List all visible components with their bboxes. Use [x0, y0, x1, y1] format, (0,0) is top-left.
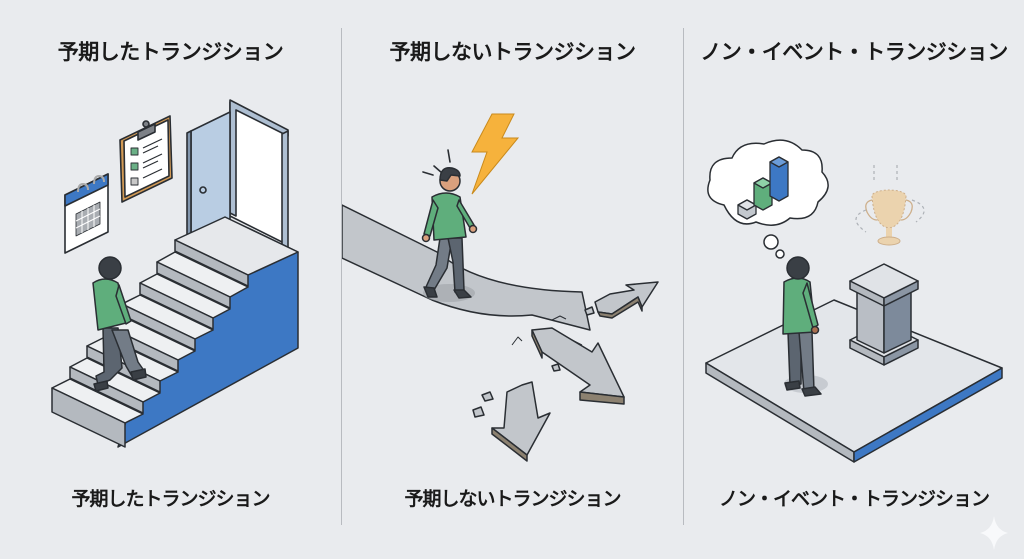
- panel-title: 予期しないトランジション: [389, 40, 637, 64]
- person-climbing: [92, 256, 147, 392]
- panel-divider: [341, 28, 342, 525]
- panel-caption: 予期しないトランジション: [404, 488, 621, 510]
- staircase: [51, 216, 299, 448]
- person-standing: [782, 256, 828, 397]
- arrow-down-right: [531, 327, 625, 405]
- broken-arrow-paths: [472, 281, 659, 462]
- panel-caption: 予期したトランジション: [71, 488, 270, 510]
- open-door-icon: [186, 99, 289, 253]
- bar-chart-icon: [737, 156, 789, 220]
- person-walking: [421, 167, 478, 302]
- anticipated-illustration: [51, 99, 299, 448]
- platform: [705, 299, 1003, 463]
- panel-caption: ノン・イベント・トランジション: [718, 488, 990, 510]
- faded-trophy-icon: [855, 165, 925, 246]
- path: [342, 204, 591, 331]
- panel-divider: [683, 28, 684, 525]
- sparkle-icon: [980, 516, 1008, 550]
- arrow-up-right: [594, 281, 659, 319]
- panel-title: 予期したトランジション: [57, 40, 284, 64]
- panel-title: ノン・イベント・トランジション: [700, 40, 1008, 64]
- checklist-clipboard-icon: [119, 115, 173, 203]
- lightning-bolt-icon: [471, 113, 520, 195]
- unanticipated-illustration: [342, 113, 659, 462]
- surprise-marks: [422, 149, 451, 176]
- panel-unanticipated-transition: 予期しないトランジション: [342, 0, 683, 559]
- empty-pedestal: [849, 263, 919, 366]
- panel-anticipated-transition: 予期したトランジション: [0, 0, 341, 559]
- calendar-icon: [64, 173, 109, 254]
- arrow-down-left: [491, 381, 551, 462]
- non-event-illustration: [705, 139, 1003, 463]
- panel-non-event-transition: ノン・イベント・トランジション: [684, 0, 1024, 559]
